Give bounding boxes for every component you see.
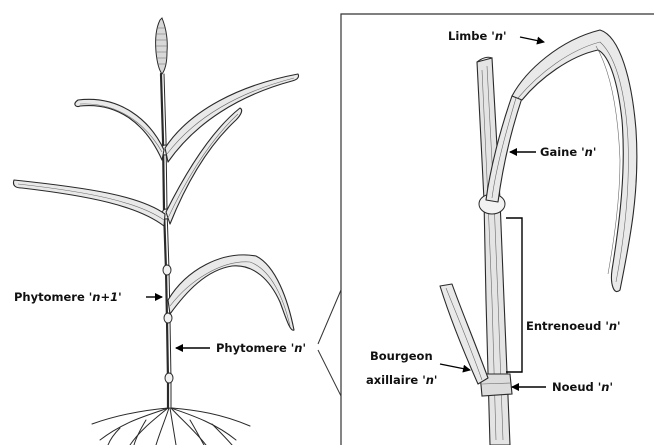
detail-panel: Limbe 'n' Gaine 'n' Entrenoeud 'n' Bourg… [341, 14, 654, 445]
detail-blade [512, 30, 637, 292]
label-noeud: Noeud 'n' [552, 380, 613, 394]
leaf-upper-left [75, 99, 164, 160]
zoom-connector [318, 290, 341, 396]
leaf-lower-right [168, 255, 294, 330]
whole-plant-drawing: Phytomere 'n+1' Phytomere 'n' [13, 18, 306, 445]
label-bourgeon-line2: axillaire 'n' [366, 373, 437, 387]
label-limbe: Limbe 'n' [448, 29, 507, 43]
leaf-middle-left [13, 180, 165, 226]
node-3 [163, 265, 171, 275]
label-gaine: Gaine 'n' [540, 145, 596, 159]
label-entrenoeud: Entrenoeud 'n' [526, 319, 621, 333]
arrow-bourgeon [440, 364, 470, 370]
node-4 [164, 313, 172, 323]
node-5 [165, 373, 173, 383]
label-bourgeon-line1: Bourgeon [370, 349, 433, 363]
roots [92, 408, 250, 445]
label-phytomere-n-plus-1: Phytomere 'n+1' [14, 290, 122, 304]
internode-bracket [506, 218, 522, 372]
label-phytomere-n: Phytomere 'n' [216, 341, 306, 355]
leaf-middle-right [166, 108, 242, 224]
main-stem [161, 74, 168, 408]
arrow-limbe [520, 37, 544, 42]
ear-spike [156, 18, 168, 74]
